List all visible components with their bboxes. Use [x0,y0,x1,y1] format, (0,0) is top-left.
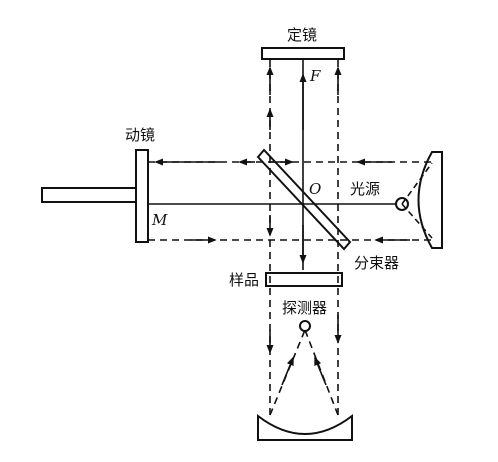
ray-detector-right [304,329,339,416]
arrow-detector-left [281,356,294,386]
moving-mirror [41,149,149,243]
sample [265,272,343,287]
ray-source-upper [401,162,433,205]
beam-splitter [256,148,352,251]
fixed-mirror [261,47,345,60]
ray-detector-left [269,329,306,416]
label-point-m: M [151,211,168,229]
label-detector: 探测器 [282,299,327,317]
detector-reflector [257,413,353,441]
label-point-o: O [309,180,321,198]
label-moving-mirror: 动镜 [125,126,155,144]
label-light-source: 光源 [350,180,380,198]
ray-source-lower [401,203,433,239]
detector [299,320,311,332]
arrow-detector-right [314,356,327,386]
source-reflector [417,151,443,249]
label-point-f: F [309,67,321,85]
label-sample: 样品 [229,271,259,289]
label-beam-splitter: 分束器 [354,254,399,272]
label-fixed-mirror: 定镜 [287,26,317,44]
